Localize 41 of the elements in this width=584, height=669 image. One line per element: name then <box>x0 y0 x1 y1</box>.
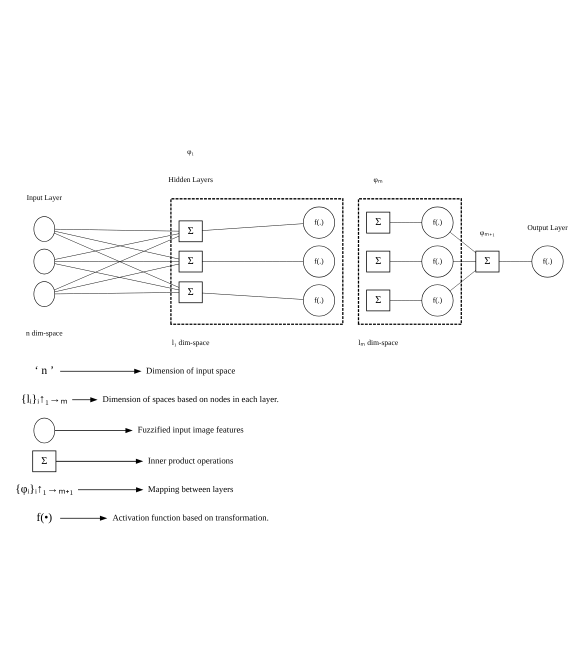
node-box: Σ <box>178 250 203 272</box>
node-box: Σ <box>366 211 390 233</box>
arrow <box>72 396 98 402</box>
node-circle <box>34 216 56 242</box>
connector <box>54 292 180 294</box>
node-text: {φᵢ}ᵢ↑₁→ₘ₊₁ <box>15 482 74 496</box>
connector <box>202 222 304 230</box>
node-box: Σ <box>366 250 390 272</box>
node-text: Activation function based on transformation. <box>112 512 269 522</box>
connector <box>450 232 476 252</box>
connector <box>202 292 304 300</box>
node-box: Σ <box>178 220 203 242</box>
connector <box>498 260 532 262</box>
node-text: Mapping between layers <box>148 483 234 494</box>
node-circle <box>34 280 56 306</box>
node-box: Σ <box>32 450 56 472</box>
node-circle <box>34 417 56 443</box>
node-circle <box>34 248 56 274</box>
arrow <box>56 458 144 464</box>
connector <box>54 260 180 262</box>
node-text: Dimension of input space <box>146 364 236 375</box>
node-box: Σ <box>475 250 500 272</box>
arrow <box>54 427 133 433</box>
connector <box>202 260 304 262</box>
node-text: f(•) <box>36 510 52 524</box>
cluster <box>358 198 462 324</box>
node-text: ‘ n ’ <box>34 364 54 377</box>
node-box: Σ <box>178 280 203 303</box>
node-box: Σ <box>366 289 390 311</box>
node-text: Dimension of spaces based on nodes in each layer. <box>102 393 279 404</box>
connector <box>390 260 422 262</box>
arrow <box>60 368 142 374</box>
connector <box>450 270 476 291</box>
arrow <box>60 515 108 520</box>
node-text: {lᵢ}ᵢ↑₁→ₘ <box>20 392 68 406</box>
cluster <box>170 198 344 324</box>
node-text: Fuzzified input image features <box>138 424 244 434</box>
connector <box>453 260 476 262</box>
node-text: Inner product operations <box>148 454 234 465</box>
arrow <box>78 486 144 492</box>
connector <box>54 228 180 231</box>
